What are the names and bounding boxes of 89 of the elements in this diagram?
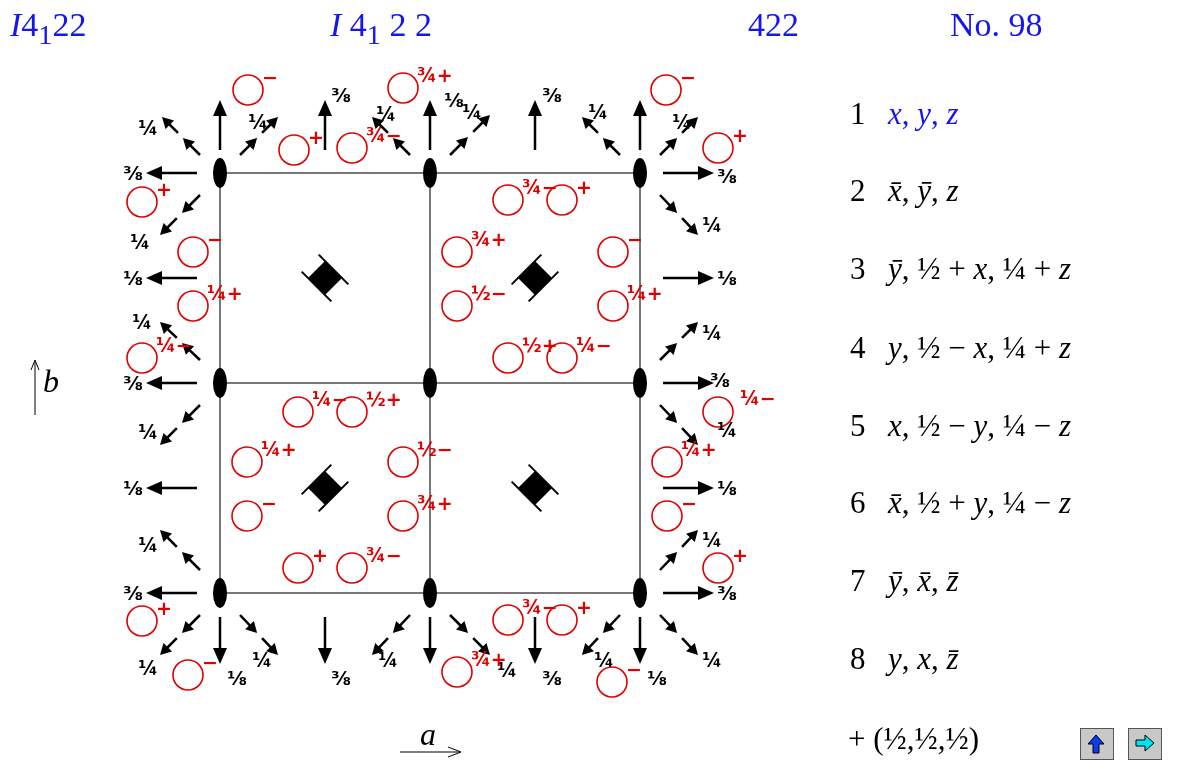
- height-label: ¾+: [471, 229, 507, 249]
- height-label: ¼: [138, 658, 158, 678]
- coordinate-triplet: x̄, ȳ, z: [888, 174, 959, 206]
- height-label: ¾+: [417, 65, 453, 85]
- height-label: ¼: [702, 530, 722, 550]
- height-label: ¼−: [156, 335, 192, 355]
- height-label: ⅜: [710, 370, 730, 390]
- height-label: +: [576, 597, 592, 617]
- height-label: ⅜: [123, 163, 143, 183]
- height-label: ¼: [594, 650, 614, 670]
- coordinate-triplet: x, y, z: [888, 97, 959, 129]
- height-label: ¼: [248, 112, 268, 132]
- height-label: ¼: [252, 650, 272, 670]
- height-label: ½+: [366, 389, 402, 409]
- height-label: ¼+: [681, 439, 717, 459]
- axis-label: a: [420, 718, 436, 750]
- operation-number: 8: [850, 642, 866, 674]
- coordinate-triplet: x, ½ − y, ¼ − z: [888, 409, 1072, 441]
- operation-number: 1: [850, 97, 866, 129]
- height-label: ⅜: [331, 668, 351, 688]
- height-label: −: [262, 67, 278, 87]
- height-label: ⅜: [123, 583, 143, 603]
- height-label: ¼: [588, 102, 608, 122]
- height-label: ¼: [702, 215, 722, 235]
- height-label: ¼: [378, 650, 398, 670]
- height-label: ¼: [138, 118, 158, 138]
- height-label: ¾+: [417, 493, 453, 513]
- operation-number: 6: [850, 486, 866, 518]
- height-label: +: [308, 127, 324, 147]
- height-label: ⅛: [717, 478, 737, 498]
- height-label: ½−: [417, 439, 453, 459]
- operation-number: 2: [850, 174, 866, 206]
- centring-translation: + (½,½,½): [848, 722, 980, 754]
- height-label: −: [680, 67, 696, 87]
- height-label: ¼: [462, 102, 482, 122]
- operation-number: 4: [850, 331, 866, 363]
- height-label: ¼: [138, 535, 158, 555]
- space-group-symbol: I4$_{1}$22: [10, 8, 87, 50]
- full-symbol: I 4$_{1}$ 2 2: [330, 8, 432, 50]
- height-label: +: [156, 598, 172, 618]
- height-label: ⅛: [647, 668, 667, 688]
- height-label: ⅜: [542, 85, 562, 105]
- height-label: ⅛: [123, 268, 143, 288]
- height-label: ¼: [132, 312, 152, 332]
- height-label: ¼: [717, 420, 737, 440]
- height-label: ¼+: [627, 283, 663, 303]
- height-label: ¼: [702, 650, 722, 670]
- height-label: ⅜: [717, 583, 737, 603]
- height-label: −: [627, 229, 643, 249]
- height-label: −: [261, 493, 277, 513]
- height-label: ½−: [471, 283, 507, 303]
- height-label: −: [681, 493, 697, 513]
- height-label: +: [732, 125, 748, 145]
- height-label: ¼+: [207, 283, 243, 303]
- height-label: ¼+: [261, 439, 297, 459]
- height-label: −: [626, 659, 642, 679]
- height-label: ¾−: [522, 177, 558, 197]
- height-label: ¼−: [740, 388, 776, 408]
- operation-number: 7: [850, 564, 866, 596]
- height-label: ¾−: [366, 545, 402, 565]
- operation-number: 3: [850, 252, 866, 284]
- height-label: ⅛: [227, 668, 247, 688]
- height-label: ⅛: [123, 478, 143, 498]
- height-label: ¼: [130, 232, 150, 252]
- height-label: ¼: [138, 422, 158, 442]
- axis-label: b: [43, 365, 59, 397]
- height-label: ⅜: [717, 166, 737, 186]
- space-group-number: No. 98: [950, 8, 1043, 42]
- height-label: ¼−: [312, 389, 348, 409]
- height-label: +: [312, 545, 328, 565]
- height-label: ½+: [522, 335, 558, 355]
- height-label: −: [207, 229, 223, 249]
- height-label: ¾−: [522, 597, 558, 617]
- height-label: ¼−: [576, 335, 612, 355]
- height-label: ⅛: [717, 268, 737, 288]
- height-label: ¾−: [366, 125, 402, 145]
- height-label: −: [202, 652, 218, 672]
- height-label: ⅜: [542, 668, 562, 688]
- point-group-symbol: 422: [748, 8, 799, 42]
- height-label: +: [732, 545, 748, 565]
- height-label: ⅜: [331, 85, 351, 105]
- height-label: +: [576, 177, 592, 197]
- operation-number: 5: [850, 409, 866, 441]
- coordinate-triplet: x̄, ½ + y, ¼ − z: [888, 486, 1072, 518]
- height-label: ⅜: [123, 373, 143, 393]
- height-label: ¼: [702, 323, 722, 343]
- height-label: +: [156, 179, 172, 199]
- height-label: ⅛: [444, 90, 464, 110]
- height-label: ¼: [376, 104, 396, 124]
